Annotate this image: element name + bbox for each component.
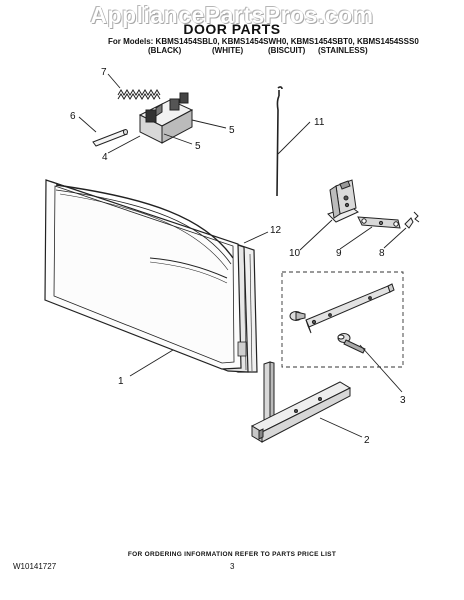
callout-9: 9	[336, 248, 342, 259]
callout-12: 12	[270, 225, 282, 236]
callout-leader-lines	[78, 73, 407, 438]
rod-part	[276, 86, 283, 197]
finish-label-white: (WHITE)	[212, 46, 244, 55]
door-panel-part	[44, 179, 258, 373]
link-arm-part	[357, 216, 401, 229]
callout-1: 1	[118, 376, 124, 387]
callout-10: 10	[289, 248, 301, 259]
clip-part	[404, 211, 420, 229]
callout-4: 4	[102, 152, 108, 163]
hinge-bracket-part	[327, 179, 359, 223]
watermark-logo: AppliancePartsPros.com	[90, 2, 374, 28]
callout-11: 11	[314, 117, 325, 128]
finish-label-stainless: (STAINLESS)	[318, 46, 368, 55]
models-line: For Models: KBMS1454SBL0, KBMS1454SWH0, …	[108, 37, 419, 46]
document-code: W10141727	[13, 562, 57, 571]
callout-5-upper: 5	[229, 125, 235, 136]
latch-bracket-part	[138, 92, 194, 144]
page-title: DOOR PARTS	[183, 21, 281, 37]
slide-rail-group	[281, 271, 404, 368]
ordering-info-note: FOR ORDERING INFORMATION REFER TO PARTS …	[127, 551, 337, 558]
callout-3: 3	[400, 395, 406, 406]
spring-part	[117, 89, 161, 100]
page-number: 3	[230, 562, 235, 571]
callout-numbers: 7 6 5 4 5 11 10 9 8 12 1 3 2	[70, 67, 406, 446]
finish-label-black: (BLACK)	[148, 46, 182, 55]
callout-5-lower: 5	[195, 141, 201, 152]
pin-part	[92, 129, 128, 147]
finish-label-biscuit: (BISCUIT)	[268, 46, 306, 55]
callout-2: 2	[364, 435, 370, 446]
callout-7: 7	[101, 67, 107, 78]
bottom-bracket-part	[250, 361, 352, 443]
callout-8: 8	[379, 248, 385, 259]
callout-6: 6	[70, 111, 76, 122]
